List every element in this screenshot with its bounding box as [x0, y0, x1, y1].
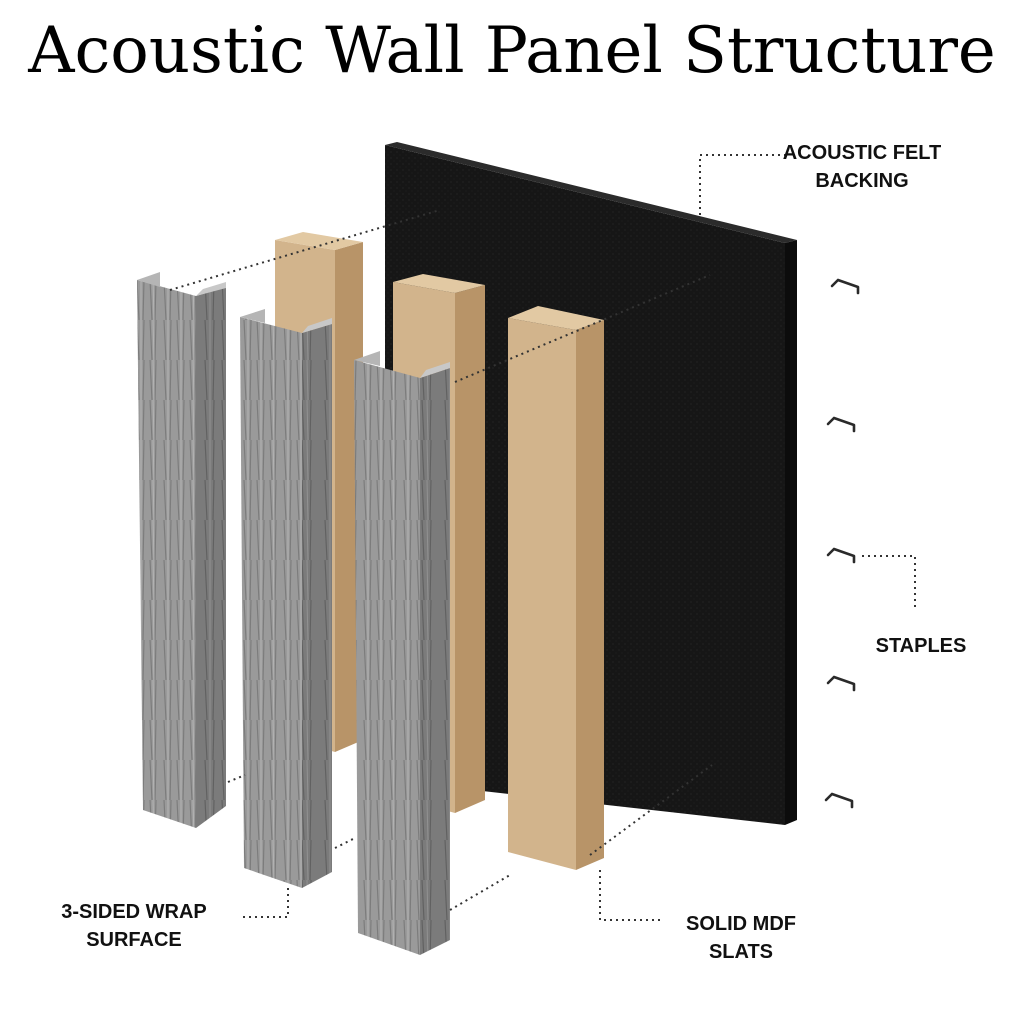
- staple-icon: [826, 547, 856, 564]
- staples: [824, 278, 860, 809]
- mdf-slats-label-line2: SLATS: [708, 941, 774, 963]
- felt-backing-label: ACOUSTIC FELT BACKING: [772, 139, 952, 195]
- staples-label: STAPLES: [858, 632, 984, 660]
- mdf-slat-3: [508, 306, 604, 870]
- felt-backing-label-line1: ACOUSTIC FELT: [782, 142, 942, 164]
- alignment-line: [169, 209, 441, 291]
- staple-icon: [826, 416, 856, 433]
- leader-lines: [169, 154, 916, 921]
- staples-leader-line: [862, 555, 916, 610]
- diagram-title: Acoustic Wall Panel Structure: [28, 14, 996, 88]
- wrap-surface-2: [240, 309, 332, 888]
- alignment-line: [227, 774, 246, 783]
- alignment-line: [454, 274, 711, 383]
- wrap-surface-label-line1: 3-SIDED WRAP: [61, 901, 207, 923]
- mdf-slats-label: SOLID MDF SLATS: [666, 910, 816, 966]
- mdf-slats-label-line1: SOLID MDF: [686, 913, 796, 935]
- staple-icon: [830, 278, 860, 295]
- felt-leader-line: [699, 154, 785, 215]
- wrap-surface-label-line2: SURFACE: [86, 929, 182, 951]
- alignment-line: [334, 837, 356, 849]
- wrap-leader-line: [243, 888, 289, 918]
- staples-label-line1: STAPLES: [875, 635, 967, 657]
- staple-icon: [824, 792, 854, 809]
- wrap-surface-3: [354, 351, 450, 955]
- alignment-line: [589, 764, 713, 856]
- mdf-leader-line: [599, 870, 660, 921]
- wrap-surface-1: [137, 272, 226, 828]
- wrap-surface-label: 3-SIDED WRAP SURFACE: [44, 898, 224, 954]
- alignment-line: [449, 874, 511, 911]
- felt-backing-label-line2: BACKING: [815, 170, 909, 192]
- staple-icon: [826, 675, 856, 692]
